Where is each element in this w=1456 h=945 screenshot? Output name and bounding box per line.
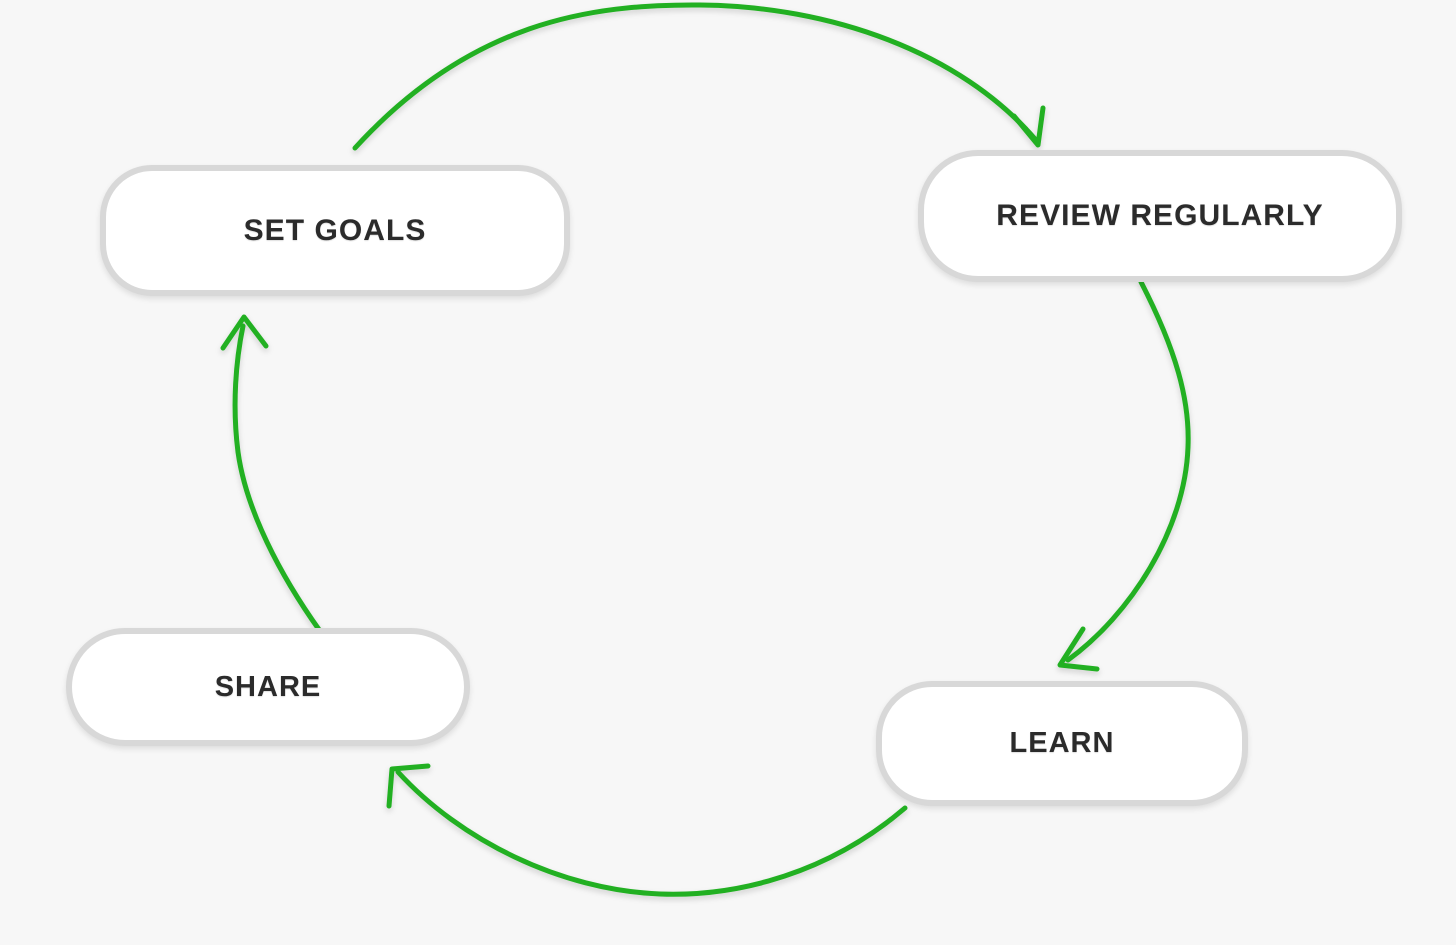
edge-top-arrowhead xyxy=(1011,105,1046,148)
edge-set-goals-to-review-regularly xyxy=(352,2,1046,151)
node-learn[interactable]: LEARN xyxy=(876,681,1248,806)
edge-learn-to-share xyxy=(386,763,908,897)
node-review-regularly-label: REVIEW REGULARLY xyxy=(996,199,1324,232)
edge-bottom-arrowhead xyxy=(386,763,431,809)
edge-left-arrowhead xyxy=(220,314,269,351)
node-review-regularly[interactable]: REVIEW REGULARLY xyxy=(918,150,1402,282)
node-share[interactable]: SHARE xyxy=(66,628,470,746)
edge-left-path xyxy=(232,323,323,634)
node-share-label: SHARE xyxy=(214,670,322,703)
edge-review-regularly-to-learn xyxy=(1057,279,1191,672)
edge-right-arrowhead xyxy=(1057,626,1100,672)
node-set-goals-label: SET GOALS xyxy=(243,213,427,247)
edge-right-path xyxy=(1065,279,1191,663)
edge-top-path xyxy=(352,2,1038,151)
edge-bottom-path xyxy=(395,769,908,897)
node-set-goals[interactable]: SET GOALS xyxy=(100,165,570,296)
edge-share-to-set-goals xyxy=(220,314,323,634)
node-learn-label: LEARN xyxy=(1009,727,1115,759)
